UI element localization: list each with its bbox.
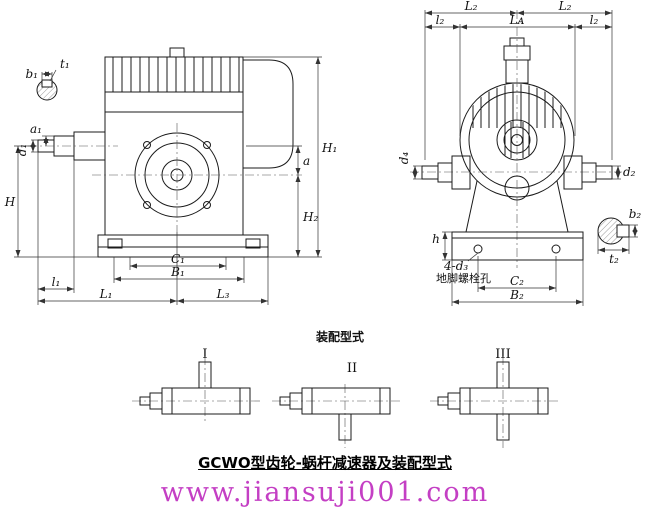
dim-label-d2: d₂ (623, 165, 636, 179)
dim-label-L1: L₁ (99, 287, 113, 301)
dim-label-l2-right: l₂ (590, 13, 599, 27)
dim-label-a: a (303, 154, 310, 168)
dim-label-H2: H₂ (302, 210, 318, 224)
dim-label-B2: B₂ (509, 288, 524, 302)
assembly-diagrams: 装配型式 I II III (132, 329, 558, 448)
dim-label-L3: L₃ (216, 287, 230, 301)
dim-label-h: h (432, 232, 440, 246)
dim-label-LA: Lᴀ (509, 13, 525, 27)
assembly-type-2-label: II (347, 361, 357, 376)
dim-label-C1: C₁ (171, 252, 185, 266)
bolt-callout-text: 地脚螺栓孔 (436, 271, 491, 285)
dim-label-l2-left: l₂ (436, 13, 445, 27)
dim-label-B1: B₁ (170, 265, 185, 279)
dim-label-b2: b₂ (629, 207, 642, 221)
dim-label-b1: b₁ (26, 67, 39, 81)
front-view-drawing: t₁ b₁ a₁ d₁ H a H₁ H₂ C₁ B₁ l₁ L₁ L₃ (4, 47, 337, 305)
dim-label-L2-right: L₂ (558, 0, 572, 13)
dim-label-L2-left: L₂ (464, 0, 478, 13)
figure-caption: GCWO型齿轮-蜗杆减速器及装配型式 (198, 454, 452, 472)
dim-label-H: H (4, 195, 16, 209)
assembly-type-3-label: III (495, 347, 510, 362)
dim-label-a1: a₁ (30, 122, 42, 136)
dim-label-d4: d₄ (397, 152, 411, 165)
dim-label-t2: t₂ (609, 252, 619, 266)
bolt-callout-dim: 4-d₃ (443, 259, 468, 273)
assembly-heading: 装配型式 (315, 329, 364, 344)
assembly-type-1-label: I (202, 347, 207, 362)
dim-label-C2: C₂ (510, 274, 524, 288)
side-view-drawing: L₂ L₂ l₂ Lᴀ l₂ d₄ d₂ b₂ t₂ h 4-d₃ 地脚螺栓孔 … (397, 0, 641, 306)
dim-label-d1: d₁ (15, 144, 29, 157)
dim-label-l1: l₁ (52, 275, 61, 289)
dim-label-t1: t₁ (60, 57, 70, 71)
site-watermark: www.jiansuji001.com (160, 477, 490, 508)
dim-label-H1: H₁ (321, 141, 337, 155)
